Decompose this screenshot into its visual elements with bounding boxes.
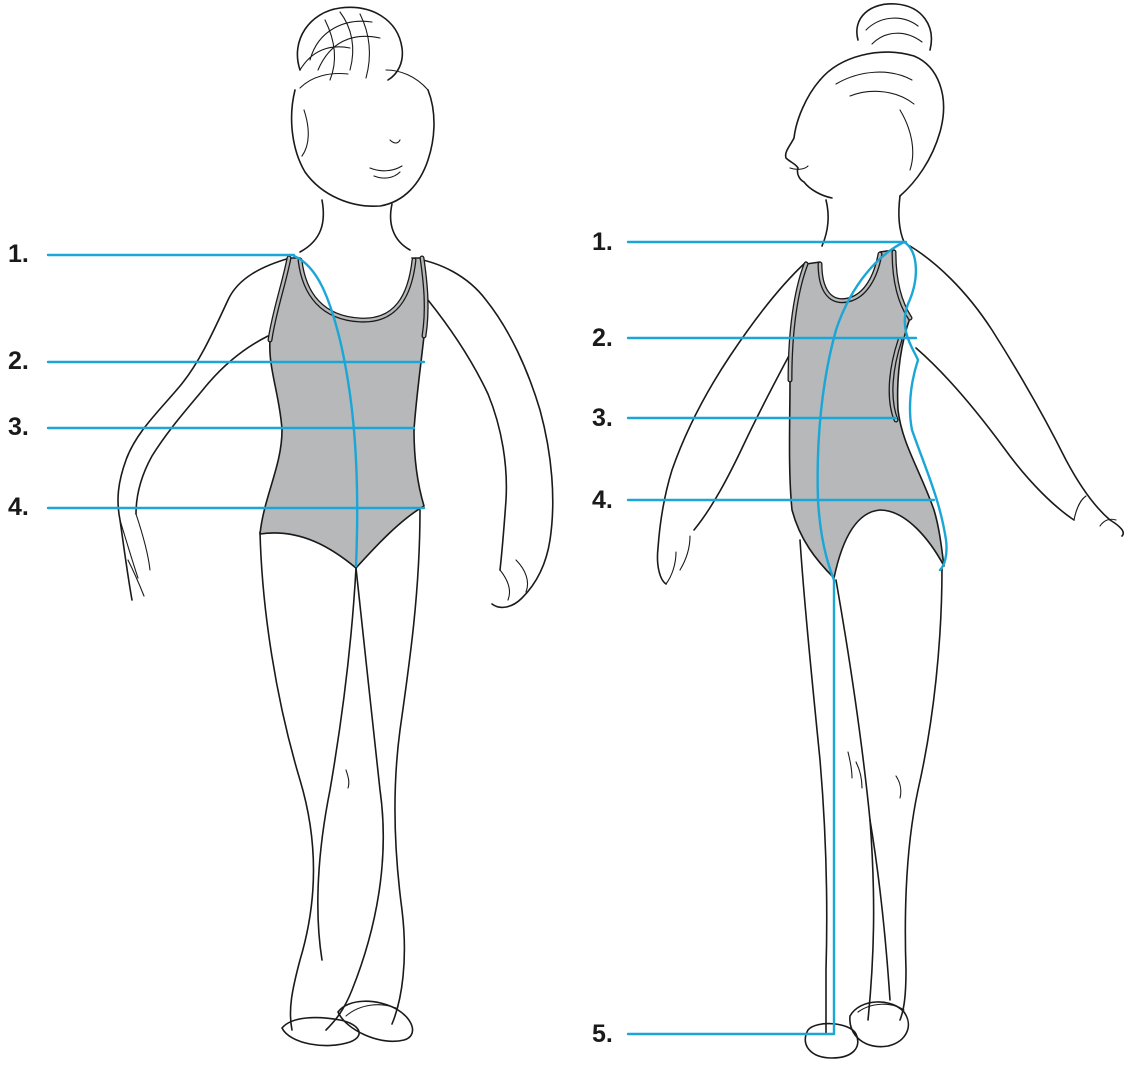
side-legs bbox=[800, 540, 942, 1034]
side-label-5: 5. bbox=[592, 1020, 613, 1048]
side-guide-line-5 bbox=[628, 580, 834, 1034]
side-figure: 1. 2. 3. 4. 5. bbox=[592, 4, 1123, 1058]
front-labels: 1. 2. 3. 4. bbox=[8, 240, 29, 521]
side-shoes bbox=[805, 1002, 908, 1058]
front-label-4: 4. bbox=[8, 493, 29, 521]
side-leotard bbox=[790, 250, 945, 578]
side-leotard-body bbox=[790, 250, 945, 578]
side-label-1: 1. bbox=[592, 228, 613, 256]
side-head bbox=[786, 4, 944, 246]
side-label-3: 3. bbox=[592, 404, 613, 432]
side-labels: 1. 2. 3. 4. 5. bbox=[592, 228, 613, 1048]
side-label-4: 4. bbox=[592, 486, 613, 514]
front-leotard bbox=[260, 258, 426, 568]
front-legs bbox=[260, 510, 420, 1030]
front-label-3: 3. bbox=[8, 413, 29, 441]
front-head bbox=[292, 7, 434, 252]
front-label-2: 2. bbox=[8, 347, 29, 375]
side-label-2: 2. bbox=[592, 324, 613, 352]
front-label-1: 1. bbox=[8, 240, 29, 268]
front-figure: 1. 2. 3. 4. bbox=[8, 7, 553, 1045]
